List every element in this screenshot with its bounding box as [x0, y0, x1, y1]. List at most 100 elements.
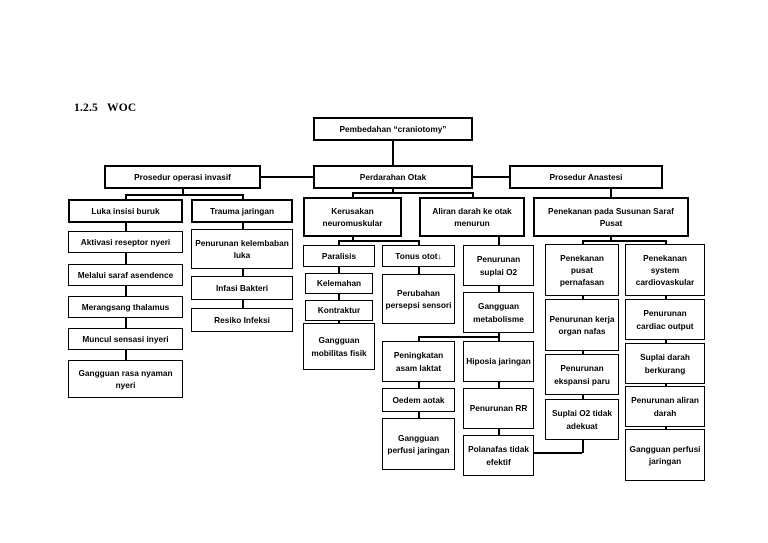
node-label: Infasi Bakteri	[215, 282, 269, 293]
flowchart-node-n8: Aliran darah ke otak menurun	[419, 197, 525, 237]
connector-segment	[498, 237, 500, 245]
connector-segment	[338, 240, 419, 242]
connector-segment	[498, 333, 500, 336]
connector-segment	[498, 382, 500, 388]
connector-segment	[534, 452, 582, 454]
node-label: Hiposia jaringan	[466, 356, 531, 367]
connector-segment	[418, 336, 420, 341]
flowchart-node-n3: Perdarahan Otak	[313, 165, 473, 189]
connector-segment	[665, 296, 667, 299]
flowchart-node-n23: Perubahan persepsi sensori	[382, 274, 455, 324]
flowchart-node-n25: Oedem aotak	[382, 388, 455, 412]
flowchart-node-n38: Suplai darah berkurang	[625, 343, 705, 384]
connector-segment	[338, 321, 340, 324]
connector-segment	[665, 427, 667, 429]
flowchart-node-n27: Penurunan suplai O2	[463, 245, 534, 286]
connector-segment	[125, 318, 127, 328]
connector-segment	[338, 294, 340, 300]
flowchart-node-n30: Penurunan RR	[463, 388, 534, 429]
node-label: Penurunan cardiac output	[636, 308, 694, 331]
connector-segment	[498, 336, 500, 341]
connector-segment	[242, 223, 244, 229]
node-label: Oedem aotak	[392, 394, 445, 405]
flowchart-node-n13: Muncul sensasi inyeri	[68, 328, 183, 350]
flowchart-node-n40: Gangguan perfusi jaringan	[625, 429, 705, 481]
node-label: Resiko Infeksi	[214, 314, 270, 325]
connector-segment	[665, 340, 667, 343]
node-label: Suplai darah berkurang	[640, 352, 690, 375]
flowchart-node-n14: Gangguan rasa nyaman nyeri	[68, 360, 183, 398]
flowchart-node-n5: Luka insisi buruk	[68, 199, 183, 223]
flowchart-node-n31: Polanafas tidak efektif	[463, 435, 534, 476]
node-label: Penurunan RR	[469, 403, 528, 414]
flowchart-node-n18: Paralisis	[303, 245, 375, 267]
flowchart-node-n26: Gangguan perfusi jaringan	[382, 418, 455, 470]
connector-segment	[125, 286, 127, 296]
node-label: Suplai O2 tidak adekuat	[552, 408, 612, 431]
connector-segment	[125, 350, 127, 360]
flowchart-node-n4: Prosedur Anastesi	[509, 165, 663, 189]
connector-segment	[473, 176, 509, 178]
flowchart-node-n39: Penurunan aliran darah	[625, 386, 705, 427]
node-label: Tonus otot↓	[395, 250, 442, 261]
connector-segment	[665, 384, 667, 386]
flowchart-node-n16: Infasi Bakteri	[191, 276, 293, 300]
connector-segment	[352, 192, 354, 197]
node-label: Penurunan kerja organ nafas	[549, 313, 615, 336]
connector-segment	[125, 253, 127, 264]
flowchart-node-n24: Peningkatan asam laktat	[382, 341, 455, 382]
node-label: Penurunan aliran darah	[631, 395, 699, 418]
connector-segment	[418, 267, 420, 274]
connector-segment	[418, 382, 420, 388]
node-label: Gangguan rasa nyaman nyeri	[78, 367, 173, 390]
flowchart-node-n29: Hiposia jaringan	[463, 341, 534, 382]
node-label: Gangguan perfusi jaringan	[387, 432, 450, 455]
flowchart-node-n10: Aktivasi reseptor nyeri	[68, 231, 183, 253]
connector-segment	[472, 192, 474, 197]
connector-segment	[125, 194, 127, 199]
node-label: Perubahan persepsi sensori	[385, 287, 452, 310]
flowchart-node-n21: Gangguan mobilitas fisik	[303, 323, 375, 370]
connector-segment	[582, 395, 584, 399]
connector-segment	[665, 240, 667, 244]
connector-segment	[261, 176, 313, 178]
flowchart-node-n9: Penekanan pada Susunan Saraf Pusat	[533, 197, 689, 237]
connector-segment	[418, 336, 499, 338]
connector-segment	[242, 300, 244, 308]
connector-segment	[182, 189, 184, 195]
flowchart-node-n37: Penurunan cardiac output	[625, 299, 705, 340]
flowchart-node-n11: Melalui saraf asendence	[68, 264, 183, 286]
connector-segment	[610, 189, 612, 197]
flowchart-node-n22: Tonus otot↓	[382, 245, 455, 267]
connector-segment	[242, 194, 244, 199]
flowchart-node-n36: Penekanan system cardiovaskular	[625, 244, 705, 296]
flowchart-node-n34: Penurunan ekspansi paru	[545, 354, 619, 395]
node-label: Penurunan ekspansi paru	[554, 363, 610, 386]
node-label: Gangguan perfusi jaringan	[629, 443, 701, 466]
flowchart-node-n1: Pembedahan “craniotomy”	[313, 117, 473, 141]
connector-segment	[582, 351, 584, 354]
node-label: Aktivasi reseptor nyeri	[80, 236, 171, 247]
flowchart-node-n19: Kelemahan	[305, 273, 373, 294]
connector-segment	[338, 240, 340, 245]
node-label: Penekanan pusat pernafasan	[559, 252, 605, 287]
flowchart-node-n17: Resiko Infeksi	[191, 308, 293, 332]
flowchart-node-n6: Trauma jaringan	[191, 199, 293, 223]
node-label: Prosedur Anastesi	[549, 171, 623, 182]
flowchart-node-n33: Penurunan kerja organ nafas	[545, 299, 619, 351]
node-label: Prosedur operasi invasif	[134, 171, 231, 182]
connector-segment	[418, 412, 420, 418]
node-label: Pembedahan “craniotomy”	[339, 123, 447, 134]
node-label: Aliran darah ke otak menurun	[432, 205, 512, 228]
flowchart-node-n15: Penurunan kelembaban luka	[191, 229, 293, 269]
node-label: Kelemahan	[316, 278, 362, 289]
node-label: Trauma jaringan	[209, 205, 275, 216]
connector-segment	[582, 240, 584, 244]
node-label: Penekanan system cardiovaskular	[635, 252, 695, 287]
connector-segment	[125, 194, 242, 196]
flowchart-node-n12: Merangsang thalamus	[68, 296, 183, 318]
connector-segment	[242, 269, 244, 276]
node-label: Kontraktur	[317, 305, 361, 316]
connector-segment	[338, 267, 340, 273]
flowchart-node-n28: Gangguan metabolisme	[463, 292, 534, 333]
